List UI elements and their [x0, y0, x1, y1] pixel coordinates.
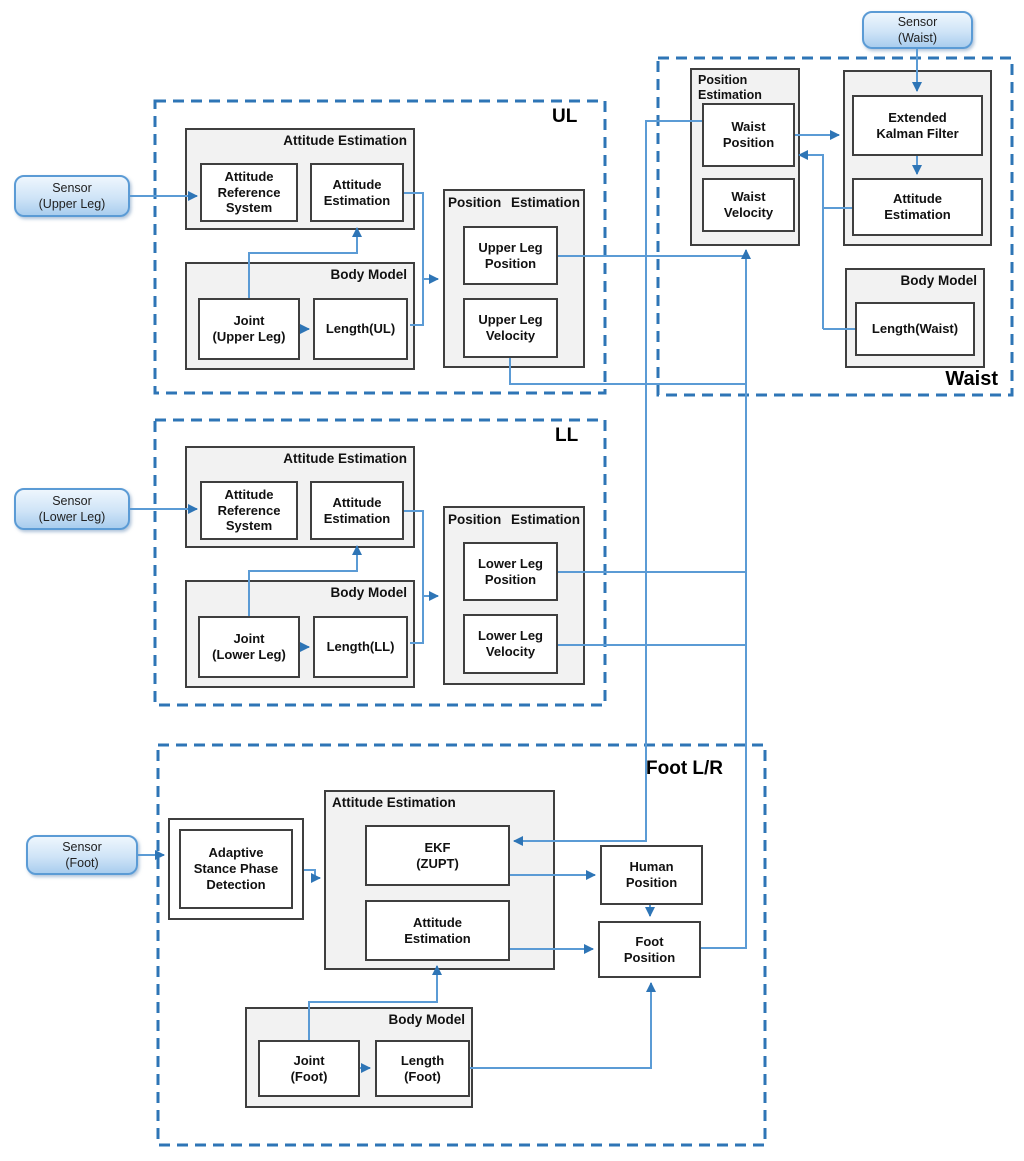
ll-attitude-reference-system-box: Attitude Reference System [200, 481, 298, 540]
foot-length-box: Length (Foot) [375, 1040, 470, 1097]
sensor-waist: Sensor (Waist) [862, 11, 973, 49]
group-foot-label: Foot L/R [646, 758, 724, 779]
foot-human-position-box: Human Position [600, 845, 703, 905]
ll-length-box: Length(LL) [313, 616, 408, 678]
ul-body-panel-label: Body Model [330, 267, 408, 282]
foot-foot-position-box: Foot Position [598, 921, 701, 978]
ul-length-box: Length(UL) [313, 298, 408, 360]
group-ll-label: LL [555, 425, 579, 446]
ll-joint-box: Joint (Lower Leg) [198, 616, 300, 678]
group-ul-label: UL [552, 106, 578, 127]
waist-position-panel-label: Position Estimation [698, 73, 762, 102]
foot-adaptive-stance-phase-detection-box: Adaptive Stance Phase Detection [179, 829, 293, 909]
foot-joint-box: Joint (Foot) [258, 1040, 360, 1097]
foot-attitude-panel-label: Attitude Estimation [332, 795, 456, 810]
ul-attitude-estimation-box: Attitude Estimation [310, 163, 404, 222]
sensor-foot: Sensor (Foot) [26, 835, 138, 875]
conn-merge-to-waist-position [798, 150, 824, 329]
ll-attitude-panel-label: Attitude Estimation [283, 451, 407, 466]
waist-extended-kalman-filter-box: Extended Kalman Filter [852, 95, 983, 156]
sensor-upper-leg: Sensor (Upper Leg) [14, 175, 130, 217]
ll-attitude-estimation-box: Attitude Estimation [310, 481, 404, 540]
sensor-lower-leg: Sensor (Lower Leg) [14, 488, 130, 530]
foot-aspd-outer-box: Adaptive Stance Phase Detection [168, 818, 304, 920]
ul-velocity-box: Upper Leg Velocity [463, 298, 558, 358]
conn-aspd-to-foot-ae-panel [304, 869, 321, 883]
waist-position-box: Waist Position [702, 103, 795, 167]
ll-position-panel-label: Position Estimation [447, 512, 580, 527]
ul-attitude-panel-label: Attitude Estimation [283, 133, 407, 148]
conn-bus-up-to-waist-position-panel [701, 249, 751, 949]
ul-position-panel-label: Position Estimation [447, 195, 580, 210]
group-waist-label: Waist [945, 368, 998, 390]
waist-attitude-estimation-box: Attitude Estimation [852, 178, 983, 236]
ll-velocity-box: Lower Leg Velocity [463, 614, 558, 674]
foot-body-panel-label: Body Model [388, 1012, 466, 1027]
ll-position-box: Lower Leg Position [463, 542, 558, 601]
ul-position-box: Upper Leg Position [463, 226, 558, 285]
ul-joint-box: Joint (Upper Leg) [198, 298, 300, 360]
conn-foot-length-to-foot-position [470, 982, 656, 1069]
waist-velocity-box: Waist Velocity [702, 178, 795, 232]
waist-body-panel-label: Body Model [900, 273, 978, 288]
ul-attitude-reference-system-box: Attitude Reference System [200, 163, 298, 222]
foot-attitude-estimation-box: Attitude Estimation [365, 900, 510, 961]
ll-body-panel-label: Body Model [330, 585, 408, 600]
foot-ekf-zupt-box: EKF (ZUPT) [365, 825, 510, 886]
waist-length-box: Length(Waist) [855, 302, 975, 356]
